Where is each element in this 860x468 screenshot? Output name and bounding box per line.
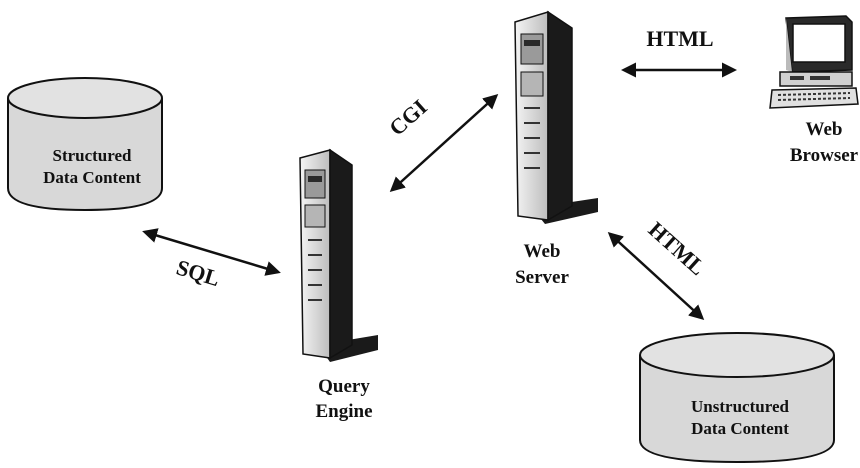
structured-data-cylinder: Structured Data Content [7,77,163,212]
html-browser-label: HTML [646,26,713,51]
web-server-label-line1: Web [524,241,561,262]
sql-label: SQL [173,254,222,291]
query-engine-server-icon [299,148,378,362]
web-browser-label-line2: Browser [790,145,859,166]
web-browser-label-line1: Web [806,119,843,140]
query-engine-label-line2: Engine [315,401,372,422]
structured-label-line2: Data Content [43,168,141,187]
html-unstructured-label: HTML [644,217,711,281]
unstructured-label-line1: Unstructured [691,397,789,416]
cgi-arrow [389,93,499,193]
cgi-label: CGI [384,94,432,140]
web-server-label-line2: Server [515,267,569,288]
web-browser-computer-icon [769,15,859,109]
unstructured-data-cylinder: Unstructured Data Content [639,332,835,464]
structured-label-line1: Structured [52,146,132,165]
html-unstructured-arrow [607,231,705,321]
sql-arrow [142,228,281,276]
query-engine-label-line1: Query [318,376,370,397]
web-server-icon [514,10,598,224]
unstructured-label-line2: Data Content [691,419,789,438]
